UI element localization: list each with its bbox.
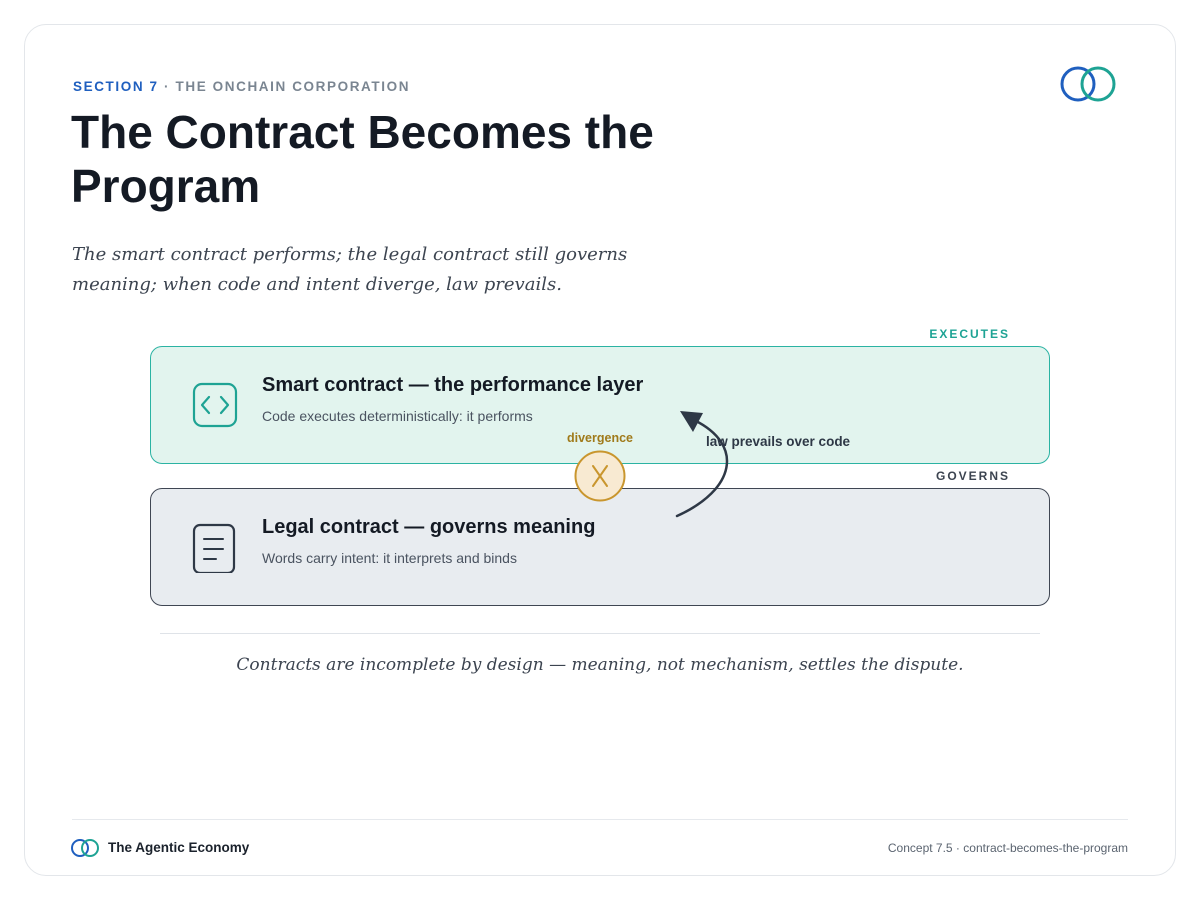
legal-contract-layer: Legal contract — governs meaning Words c… xyxy=(150,488,1050,606)
footer-concept-id: Concept 7.5 · contract-becomes-the-progr… xyxy=(887,841,1128,855)
smart-contract-layer: Smart contract — the performance layer C… xyxy=(150,346,1050,464)
smart-contract-description: Code executes deterministically: it perf… xyxy=(262,408,533,424)
section-name: THE ONCHAIN CORPORATION xyxy=(175,79,411,94)
legal-contract-title: Legal contract — governs meaning xyxy=(262,516,596,538)
divergence-label: divergence xyxy=(566,431,633,445)
section-number: SECTION 7 xyxy=(73,79,159,94)
executes-tag: EXECUTES xyxy=(929,327,1010,341)
x-icon xyxy=(574,450,626,502)
code-brackets-icon xyxy=(192,382,238,428)
footer-brand: The Agentic Economy xyxy=(108,840,250,855)
smart-contract-title: Smart contract — the performance layer xyxy=(262,374,644,396)
governs-tag: GOVERNS xyxy=(935,469,1010,483)
page-subtitle: The smart contract performs; the legal c… xyxy=(72,244,628,295)
section-eyebrow: SECTION 7 · THE ONCHAIN CORPORATION xyxy=(73,79,410,94)
footer-logo-icon xyxy=(71,839,99,857)
legal-contract-description: Words carry intent: it interprets and bi… xyxy=(262,550,517,566)
document-icon xyxy=(192,523,236,573)
eyebrow-separator: · xyxy=(164,79,171,94)
page-title: The Contract Becomes the Program xyxy=(71,106,654,212)
law-prevails-label: law prevails over code xyxy=(706,434,851,449)
brand-logo-icon xyxy=(1060,66,1116,102)
divider xyxy=(160,633,1040,634)
footer-divider xyxy=(72,819,1128,820)
closing-caption: Contracts are incomplete by design — mea… xyxy=(236,655,964,675)
